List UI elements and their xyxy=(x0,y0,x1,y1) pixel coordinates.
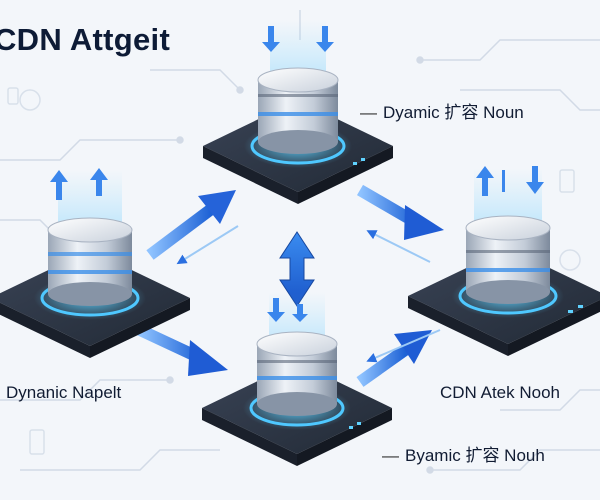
bottom-node-label-text: Byamic 扩容 Nouh xyxy=(405,446,545,465)
arrow-bottom-to-right xyxy=(356,345,409,387)
upload-arrows-icon xyxy=(50,168,108,200)
top-node-label: — Dyamic 扩容 Noun xyxy=(360,98,524,123)
bottom-server-node[interactable] xyxy=(202,292,392,466)
right-node-label: CDN Atek Nooh xyxy=(440,383,560,403)
top-node-label-text: Dyamic 扩容 Noun xyxy=(383,103,524,122)
return-arrow-top-left xyxy=(176,225,239,265)
download-arrows-icon xyxy=(267,298,308,322)
top-server-node[interactable] xyxy=(203,20,393,204)
bottom-node-label: — Byamic 扩容 Nouh xyxy=(382,441,545,466)
return-arrow-top-right xyxy=(366,230,431,263)
left-node-label: Dynanic Napelt xyxy=(6,383,121,403)
arrow-top-to-right-head xyxy=(404,205,444,240)
download-arrows-icon xyxy=(262,26,334,52)
right-node-label-text: CDN Atek Nooh xyxy=(440,383,560,402)
arrow-left-to-top-head xyxy=(198,190,236,224)
arrow-left-to-top xyxy=(146,205,214,260)
sync-arrows-icon xyxy=(476,166,544,196)
leader-dash: — xyxy=(360,103,377,122)
left-server-node[interactable] xyxy=(0,168,190,358)
left-node-label-text: Dynanic Napelt xyxy=(6,383,122,402)
arrow-left-to-bottom-head xyxy=(188,340,228,376)
connection-arrows xyxy=(137,184,444,387)
diagram-title: CDN Attgeit xyxy=(0,22,171,57)
leader-dash: — xyxy=(382,446,399,465)
right-server-node[interactable] xyxy=(408,166,600,356)
return-arrow-bottom-right xyxy=(366,329,441,363)
